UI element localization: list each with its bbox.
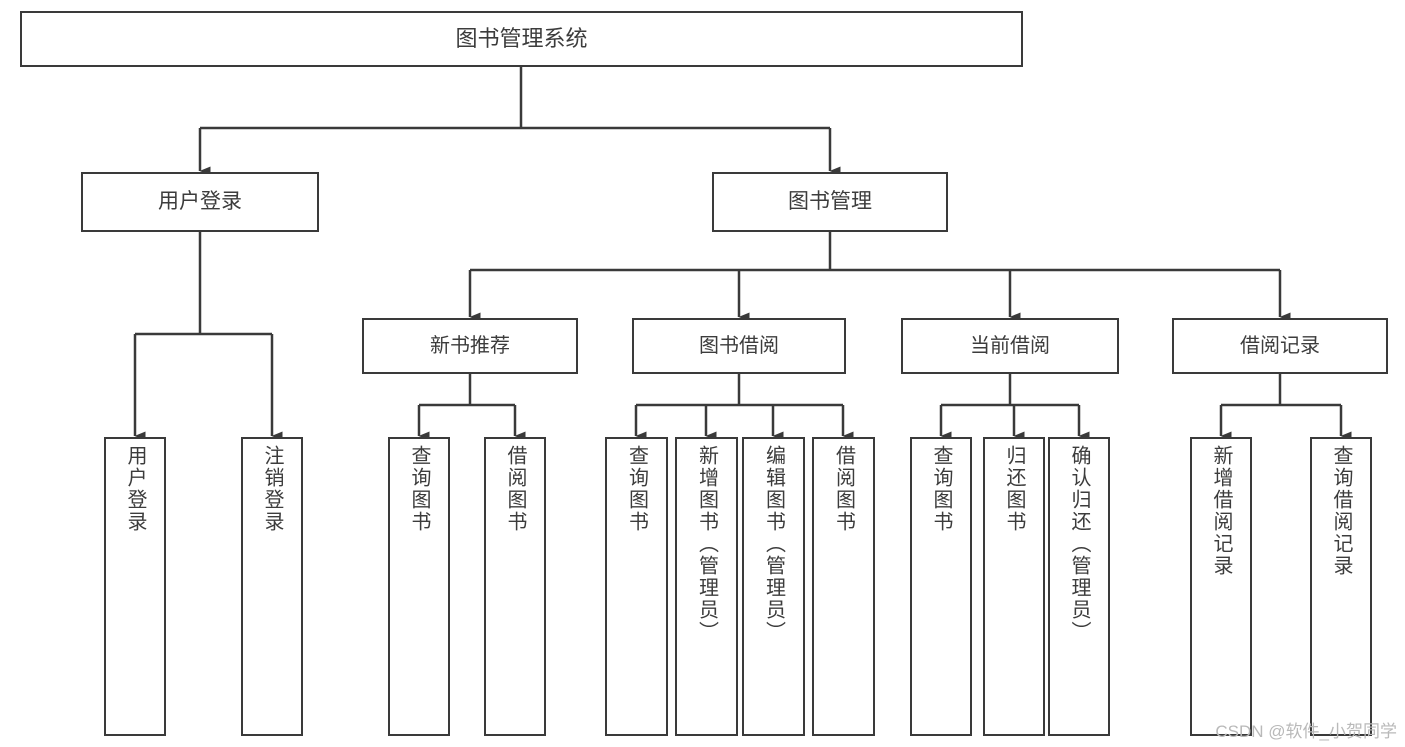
- node-leaf-borrow-book-2-label: 借阅图书: [832, 445, 855, 533]
- node-leaf-query-book-3-label: 查询图书: [930, 445, 952, 533]
- node-leaf-return-book-label: 归还图书: [1003, 445, 1025, 533]
- watermark-text: CSDN @软件_小贺同学: [1215, 722, 1397, 741]
- node-leaf-confirm-return[interactable]: 确认归还（管理员）: [1048, 437, 1110, 736]
- node-leaf-query-book-1[interactable]: 查询图书: [388, 437, 450, 736]
- node-leaf-borrow-book-1[interactable]: 借阅图书: [484, 437, 546, 736]
- node-leaf-return-book[interactable]: 归还图书: [983, 437, 1045, 736]
- node-leaf-borrow-book-1-label: 借阅图书: [504, 445, 526, 533]
- node-leaf-confirm-return-label: 确认归还（管理员）: [1068, 445, 1090, 643]
- node-book-borrow-label: 图书借阅: [699, 334, 779, 357]
- node-leaf-query-book-2-label: 查询图书: [625, 445, 648, 533]
- node-root-label: 图书管理系统: [455, 26, 588, 52]
- node-borrow-record-label: 借阅记录: [1240, 334, 1320, 357]
- node-leaf-add-record[interactable]: 新增借阅记录: [1190, 437, 1252, 736]
- node-new-book-rec[interactable]: 新书推荐: [362, 318, 578, 374]
- node-leaf-query-book-1-label: 查询图书: [408, 445, 430, 533]
- node-leaf-logout[interactable]: 注销登录: [241, 437, 303, 736]
- node-leaf-query-record[interactable]: 查询借阅记录: [1310, 437, 1372, 736]
- node-leaf-user-login-label: 用户登录: [124, 445, 146, 533]
- node-leaf-edit-book[interactable]: 编辑图书（管理员）: [742, 437, 805, 736]
- node-leaf-query-record-label: 查询借阅记录: [1330, 445, 1352, 577]
- node-leaf-add-book-label: 新增图书（管理员）: [695, 445, 718, 643]
- node-leaf-user-login[interactable]: 用户登录: [104, 437, 166, 736]
- node-user-login[interactable]: 用户登录: [81, 172, 319, 232]
- node-leaf-logout-label: 注销登录: [261, 445, 283, 533]
- node-book-borrow[interactable]: 图书借阅: [632, 318, 846, 374]
- node-book-manage-label: 图书管理: [788, 190, 872, 214]
- node-leaf-query-book-3[interactable]: 查询图书: [910, 437, 972, 736]
- node-leaf-add-record-label: 新增借阅记录: [1210, 445, 1232, 577]
- node-leaf-edit-book-label: 编辑图书（管理员）: [762, 445, 785, 643]
- node-leaf-query-book-2[interactable]: 查询图书: [605, 437, 668, 736]
- node-root[interactable]: 图书管理系统: [20, 11, 1023, 67]
- node-leaf-add-book[interactable]: 新增图书（管理员）: [675, 437, 738, 736]
- node-current-borrow-label: 当前借阅: [970, 334, 1050, 357]
- node-book-manage[interactable]: 图书管理: [712, 172, 948, 232]
- node-borrow-record[interactable]: 借阅记录: [1172, 318, 1388, 374]
- node-leaf-borrow-book-2[interactable]: 借阅图书: [812, 437, 875, 736]
- node-current-borrow[interactable]: 当前借阅: [901, 318, 1119, 374]
- node-user-login-label: 用户登录: [158, 190, 242, 214]
- node-new-book-rec-label: 新书推荐: [430, 334, 510, 357]
